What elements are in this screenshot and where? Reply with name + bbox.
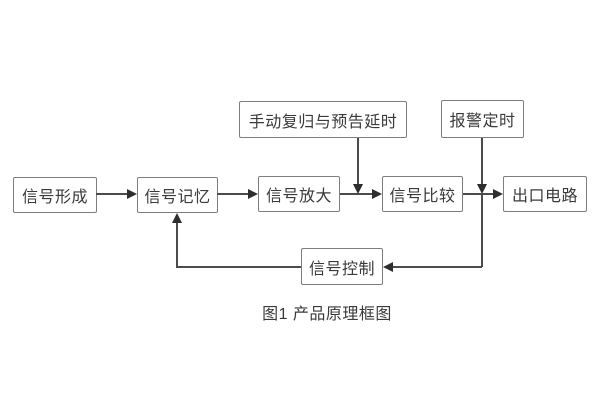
edge-compare-to-output-arrowhead [493, 189, 503, 199]
edge-junction-to-control-hline [393, 266, 482, 268]
edge-memory-to-amplify-arrowhead [248, 189, 258, 199]
node-signal-memory: 信号记忆 [137, 177, 218, 213]
node-output-circuit: 出口电路 [503, 176, 587, 212]
node-signal-amplify: 信号放大 [258, 176, 340, 212]
node-signal-form: 信号形成 [13, 177, 97, 213]
edge-alarm-timing-drop-line [481, 138, 483, 186]
node-signal-amplify-label: 信号放大 [265, 188, 332, 205]
node-signal-control: 信号控制 [301, 248, 383, 285]
edge-amplify-to-compare-line [340, 193, 374, 195]
node-manual-reset-delay-label: 手动复归与预告延时 [248, 113, 398, 131]
figure-caption: 图1 产品原理框图 [262, 306, 392, 323]
edge-junction-to-control-vline [481, 194, 483, 267]
edge-amplify-to-compare-arrowhead [372, 189, 382, 199]
node-signal-compare: 信号比较 [382, 176, 463, 212]
edge-memory-to-amplify-line [217, 193, 250, 195]
node-alarm-timing: 报警定时 [441, 100, 524, 138]
edge-junction-to-control-arrowhead [383, 262, 393, 272]
edge-control-to-memory-vline [176, 222, 178, 267]
edge-control-to-memory-arrowhead [172, 213, 182, 223]
edge-form-to-memory-line [96, 193, 129, 195]
node-output-circuit-label: 出口电路 [511, 188, 578, 205]
edge-alarm-timing-drop-arrowhead [477, 184, 487, 194]
edge-control-to-memory-hline [176, 266, 301, 268]
node-signal-compare-label: 信号比较 [389, 188, 456, 205]
edge-manual-reset-drop-line [357, 138, 359, 186]
node-signal-control-label: 信号控制 [308, 260, 375, 278]
node-signal-form-label: 信号形成 [21, 189, 88, 206]
node-alarm-timing-label: 报警定时 [449, 113, 516, 130]
node-manual-reset-delay: 手动复归与预告延时 [239, 101, 407, 138]
edge-form-to-memory-arrowhead [127, 189, 137, 199]
node-signal-memory-label: 信号记忆 [144, 189, 211, 206]
edge-compare-to-output-line [463, 193, 495, 195]
edge-manual-reset-drop-arrowhead [353, 184, 363, 194]
